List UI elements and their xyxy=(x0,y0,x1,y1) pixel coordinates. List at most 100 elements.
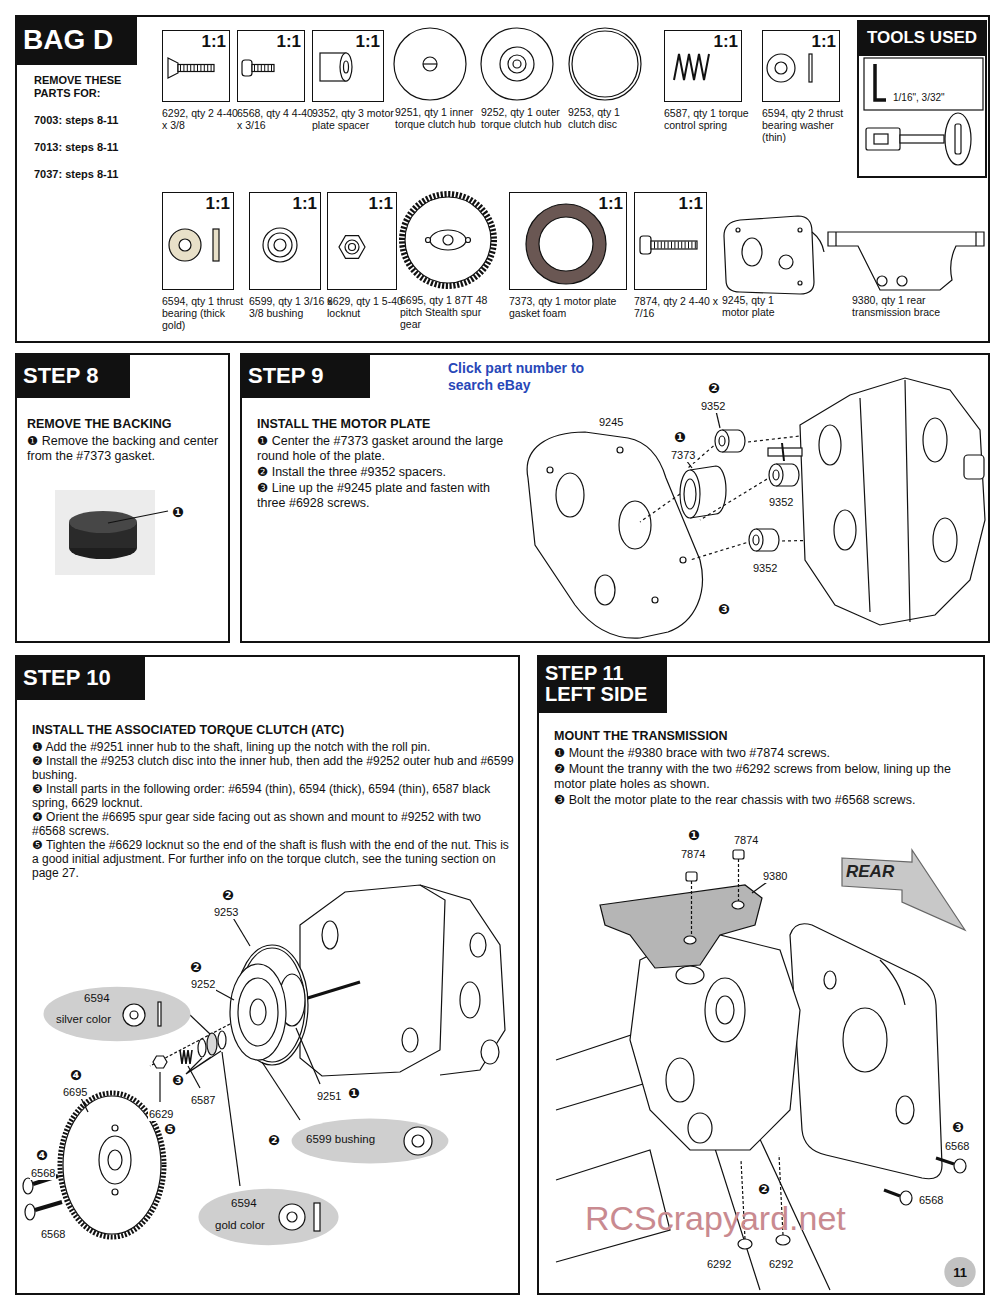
scale-ratio-slot: 1:1 xyxy=(811,32,836,52)
bag-d-parts xyxy=(654,242,697,249)
chassis-mounting xyxy=(954,1159,966,1173)
part-number: 6568 xyxy=(918,1194,944,1207)
callout-oval: 6599 bushing xyxy=(290,1117,450,1165)
step-panel: STEP 9INSTALL THE MOTOR PLATE❶ Center th… xyxy=(240,353,990,643)
part-frame: 1:16587, qty 1 torque control spring xyxy=(664,30,742,102)
step-title: REMOVE THE BACKING xyxy=(27,417,225,432)
washer-drawing xyxy=(279,1204,305,1230)
part-caption: 6594, qty 1 thrust bearing (thick gold) xyxy=(162,295,248,331)
part-caption-slot: 6594, qty 1 thrust bearing (thick gold) xyxy=(162,295,248,331)
oval-fill xyxy=(44,987,191,1042)
chassis-mounting xyxy=(738,1239,752,1249)
callout-number: ❸ xyxy=(952,1120,964,1134)
section-heading-slot: STEP 11 LEFT SIDE xyxy=(537,655,667,713)
torque-clutch-exploded xyxy=(322,921,338,949)
part-frame: 1:16568, qty 4 4-40 x 3/16 xyxy=(237,30,305,102)
part-caption: 6568, qty 4 4-40 x 3/16 xyxy=(237,107,319,131)
bag-d-parts xyxy=(274,239,286,251)
motor-plate-assembly xyxy=(964,455,984,479)
bag-d-parts xyxy=(897,276,907,286)
torque-clutch-exploded xyxy=(25,1204,35,1220)
torque-clutch-exploded xyxy=(300,885,445,1076)
bag-d-parts xyxy=(340,53,352,81)
section-heading-slot: TOOLS USED xyxy=(857,20,987,56)
bag-d-parts xyxy=(268,233,292,257)
part-caption: 6292, qty 2 4-40 x 3/8 xyxy=(162,107,244,131)
instruction-text: ❷ Install the #9253 clutch disc into the… xyxy=(32,754,514,782)
label-slot: 9252 xyxy=(190,974,216,992)
label-slot: ❶ xyxy=(674,428,686,446)
section-heading: STEP 10 xyxy=(23,666,111,689)
label-slot: RCScrapyard.net xyxy=(585,1198,846,1238)
torque-clutch-exploded xyxy=(159,1072,160,1102)
instruction-text: ❷ Install the three #9352 spacers. xyxy=(257,465,507,480)
chassis-mounting xyxy=(686,872,697,881)
part-caption-slot: 6292, qty 2 4-40 x 3/8 xyxy=(162,107,244,131)
chassis-mounting xyxy=(733,850,744,859)
callout-text: silver color xyxy=(56,1013,111,1025)
motor-plate-assembly xyxy=(749,529,763,551)
label-slot: 9352 xyxy=(768,492,794,510)
label-slot: 9245 xyxy=(598,412,624,430)
part-number: 7373 xyxy=(670,449,696,462)
part-number: 6695 xyxy=(62,1086,88,1099)
washer-drawing xyxy=(314,1203,320,1231)
chassis-mounting xyxy=(556,850,966,1290)
torque-clutch-exploded xyxy=(232,916,250,946)
bag-d-parts xyxy=(339,236,365,259)
callout-number: ❹ xyxy=(70,1068,82,1082)
tool-drawings xyxy=(864,58,983,110)
part-caption-slot: 7874, qty 2 4-40 x 7/16 xyxy=(634,295,721,319)
part-caption-slot: 6568, qty 4 4-40 x 3/16 xyxy=(237,107,319,131)
oval-fill xyxy=(292,1118,449,1163)
bag-d-parts xyxy=(344,61,349,73)
callout-text: 6594 xyxy=(84,992,110,1004)
callout-text-slot: 6594 xyxy=(231,1197,257,1209)
tools-box: TOOLS USED1/16", 3/32" xyxy=(857,20,987,178)
bag-d-parts xyxy=(724,216,814,294)
scale-ratio: 1:1 xyxy=(201,32,226,52)
scale-ratio-slot: 1:1 xyxy=(201,32,226,52)
bag-d-parts xyxy=(508,55,526,73)
text-column: REMOVE THESE PARTS FOR:7003: steps 8-117… xyxy=(34,74,146,195)
tool-drawings xyxy=(900,135,944,143)
bag-d-parts xyxy=(513,60,521,68)
part-number: 9245 xyxy=(598,416,624,429)
torque-clutch-exploded xyxy=(222,1052,240,1186)
label-slot: 6695 xyxy=(62,1082,88,1100)
watermark: RCScrapyard.net xyxy=(585,1198,846,1238)
callout-number: ❷ xyxy=(222,888,234,902)
chassis-mounting xyxy=(716,996,734,1024)
part-caption: 7373, qty 1 motor plate gasket foam xyxy=(509,295,641,319)
torque-clutch-exploded xyxy=(218,1031,226,1049)
page-number-badge: 11 xyxy=(944,1256,976,1288)
bag-d-parts xyxy=(779,255,793,269)
torque-clutch-exploded xyxy=(402,1028,418,1052)
motor-plate-assembly xyxy=(547,467,553,473)
torque-clutch-exploded xyxy=(481,1040,499,1064)
chassis-mounting xyxy=(732,901,744,909)
bag-d-parts xyxy=(242,60,252,76)
torque-clutch-exploded xyxy=(190,1015,210,1034)
bag-d-parts xyxy=(405,197,491,283)
label-slot: ❹ xyxy=(36,1146,48,1164)
part-frame: 1:17874, qty 2 4-40 x 7/16 xyxy=(634,192,707,290)
torque-clutch-exploded xyxy=(23,1178,33,1194)
part-caption: 9253, qty 1 clutch disc xyxy=(568,106,640,130)
motor-plate-assembly xyxy=(652,597,658,603)
callout-number: ❷ xyxy=(708,381,720,395)
chassis-mounting xyxy=(842,850,965,930)
motor-plate-assembly xyxy=(716,411,720,428)
bag-d-parts xyxy=(168,28,984,294)
bag-d-parts xyxy=(466,238,471,243)
part-number: 6629 xyxy=(148,1108,174,1121)
label-slot: ❸ xyxy=(172,1071,184,1089)
scale-ratio-slot: 1:1 xyxy=(292,194,317,214)
torque-clutch-exploded xyxy=(420,885,505,1075)
chassis-mounting xyxy=(880,960,905,1005)
chassis-mounting xyxy=(705,978,745,1042)
callout-number: ❶ xyxy=(674,430,686,444)
part-caption: 6629, qty 1 5-40 locknut xyxy=(327,295,411,319)
scale-ratio: 1:1 xyxy=(276,32,301,52)
tool-drawings xyxy=(864,58,983,165)
